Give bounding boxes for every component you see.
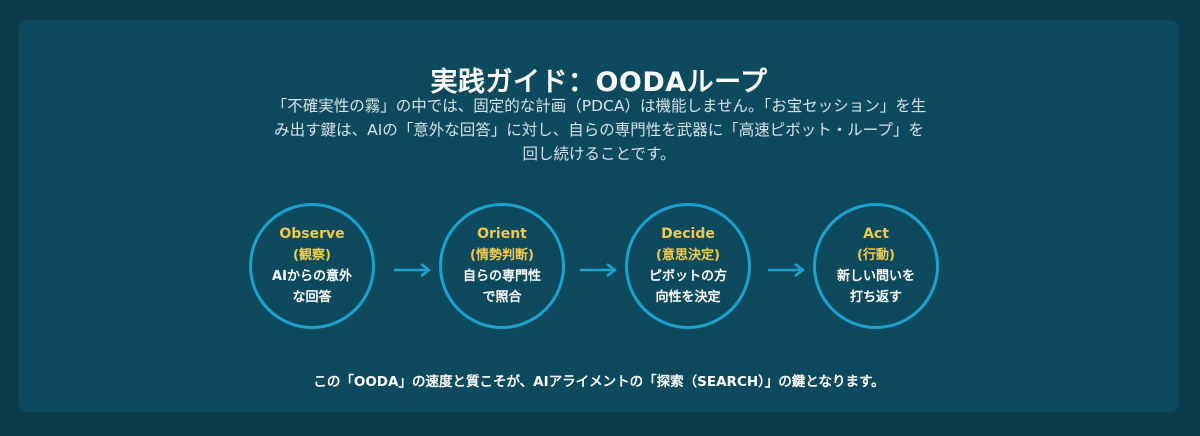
description-line-1: 「不確実性の霧」の中では、固定的な計画（PDCA）は機能しません。「お宝セッショ… [271,97,927,115]
step-decide-action-line-1: ピボットの方 [648,269,727,284]
step-orient-action-line-2: で照合 [482,290,522,305]
step-act: Act (行動) 新しい問いを 打ち返す [813,203,939,329]
description-line-3: 回し続けることです。 [522,145,676,163]
step-act-sub: (行動) [857,248,895,263]
step-observe-sub: (観察) [293,248,331,263]
step-act-action-line-2: 打ち返す [849,290,902,305]
step-act-action-line-1: 新しい問いを [836,269,915,284]
step-orient: Orient (情勢判断) 自らの専門性 で照合 [439,203,565,329]
page-title: 実践ガイド：OODAループ [430,67,768,98]
step-orient-action-line-1: 自らの専門性 [462,269,541,284]
footer-note: この「OODA」の速度と質こそが、AIアライメントの「探索（SEARCH）」の鍵… [313,374,885,390]
step-decide: Decide (意思決定) ピボットの方 向性を決定 [625,203,751,329]
step-orient-name: Orient [477,226,527,242]
step-observe-action-line-2: な回答 [292,290,332,305]
step-observe-action-line-1: AIからの意外 [272,269,352,284]
arrow-right-icon [768,263,805,277]
step-orient-sub: (情勢判断) [470,248,534,263]
step-observe: Observe (観察) AIからの意外 な回答 [249,203,375,329]
step-decide-action-line-2: 向性を決定 [655,290,721,305]
step-decide-sub: (意思決定) [656,248,720,263]
arrow-right-icon [394,263,431,277]
ooda-cycle-diagram: Observe (観察) AIからの意外 な回答 Orient (情勢判断) 自… [249,203,949,343]
ooda-guide-panel: 実践ガイド：OODAループ 「不確実性の霧」の中では、固定的な計画（PDCA）は… [19,20,1179,412]
description-line-2: み出す鍵は、AIの「意外な回答」に対し、自らの専門性を武器に「高速ピボット・ルー… [274,121,924,139]
step-decide-name: Decide [661,226,715,242]
description: 「不確実性の霧」の中では、固定的な計画（PDCA）は機能しません。「お宝セッショ… [219,94,979,166]
step-observe-name: Observe [279,226,345,242]
arrow-right-icon [580,263,617,277]
step-act-name: Act [863,226,889,242]
